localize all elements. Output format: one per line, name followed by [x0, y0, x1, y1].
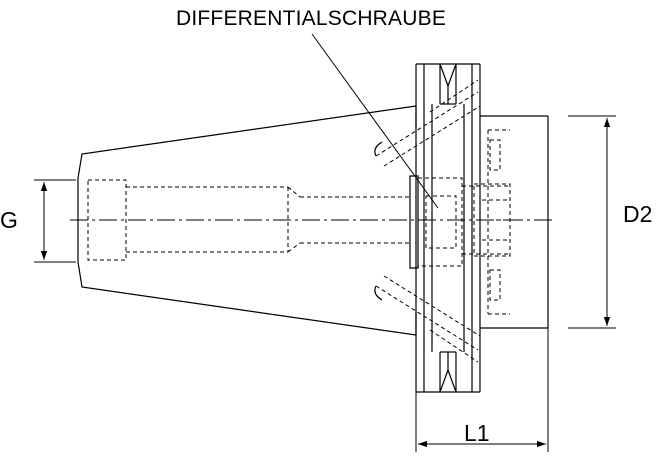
internal-bore: [88, 180, 410, 260]
flange-solid-bore-ends: [375, 142, 382, 300]
dimension-d2-label: D2: [623, 201, 653, 227]
dimension-l1: [416, 328, 548, 452]
dimension-d2: [568, 116, 616, 328]
title-leader-line: [312, 34, 438, 208]
dimension-l1-label: L1: [464, 420, 490, 446]
dimension-g: [34, 180, 76, 262]
flange-hidden-bores: [376, 80, 480, 362]
flange: [416, 64, 480, 392]
dimension-g-label: G: [0, 207, 18, 233]
rear-body: [480, 116, 548, 328]
differential-screw-label: DIFFERENTIALSCHRAUBE: [176, 7, 447, 30]
differential-screw: [410, 176, 510, 268]
